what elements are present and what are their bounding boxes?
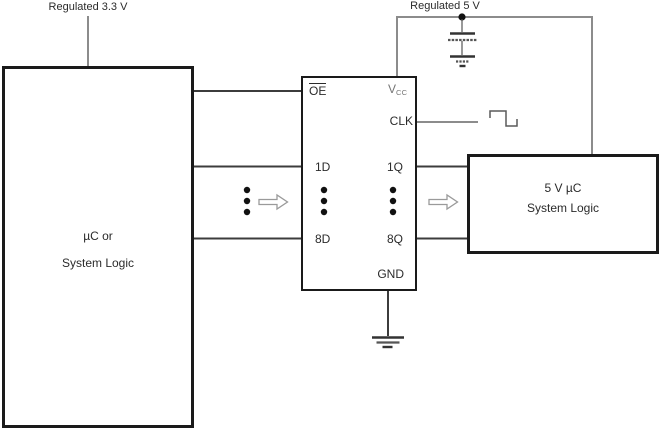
capacitor-ground-symbol-icon [450,55,475,68]
level-shifter-ic-box [301,76,417,291]
pin-label-1q: 1Q [386,160,403,174]
regulated-3v3-label: Regulated 3.3 V [48,1,128,13]
oe-overline-text: OE [309,83,327,98]
right-system-box [467,154,659,254]
left-box-text-line1: µC or [83,229,113,243]
right-box-text-line1: 5 V µC [544,181,582,195]
dot [243,208,251,216]
dot [243,186,251,194]
bypass-capacitor-icon [448,19,477,55]
flow-arrow-icon [258,193,289,211]
flow-arrow-icon [428,193,459,211]
regulated-5v-label: Regulated 5 V [410,0,480,12]
pin-label-vcc: VCC [388,82,408,97]
junction-dot-icon [458,13,466,21]
ground-symbol-icon [372,336,404,349]
dot [320,197,328,205]
left-system-box [2,66,194,428]
ellipsis-dots-icon [243,186,397,216]
dot [389,197,397,205]
regulated-5v-rail-wire [396,16,593,154]
vcc-subscript-text: CC [396,88,408,97]
dot [389,186,397,194]
dot [389,208,397,216]
pin-label-gnd: GND [377,267,404,281]
pin-label-1d: 1D [315,160,331,174]
right-box-text-line2: System Logic [526,201,600,215]
pin-label-clk: CLK [389,114,413,128]
vcc-main-text: V [388,82,397,96]
clock-waveform-icon [489,110,518,127]
dot [320,186,328,194]
pin-label-8d: 8D [315,232,331,246]
left-box-text-line2: System Logic [61,256,135,270]
pin-label-oe: OE [309,83,327,98]
dot [243,197,251,205]
wires [87,16,593,336]
pin-label-8q: 8Q [386,232,403,246]
dot [320,208,328,216]
